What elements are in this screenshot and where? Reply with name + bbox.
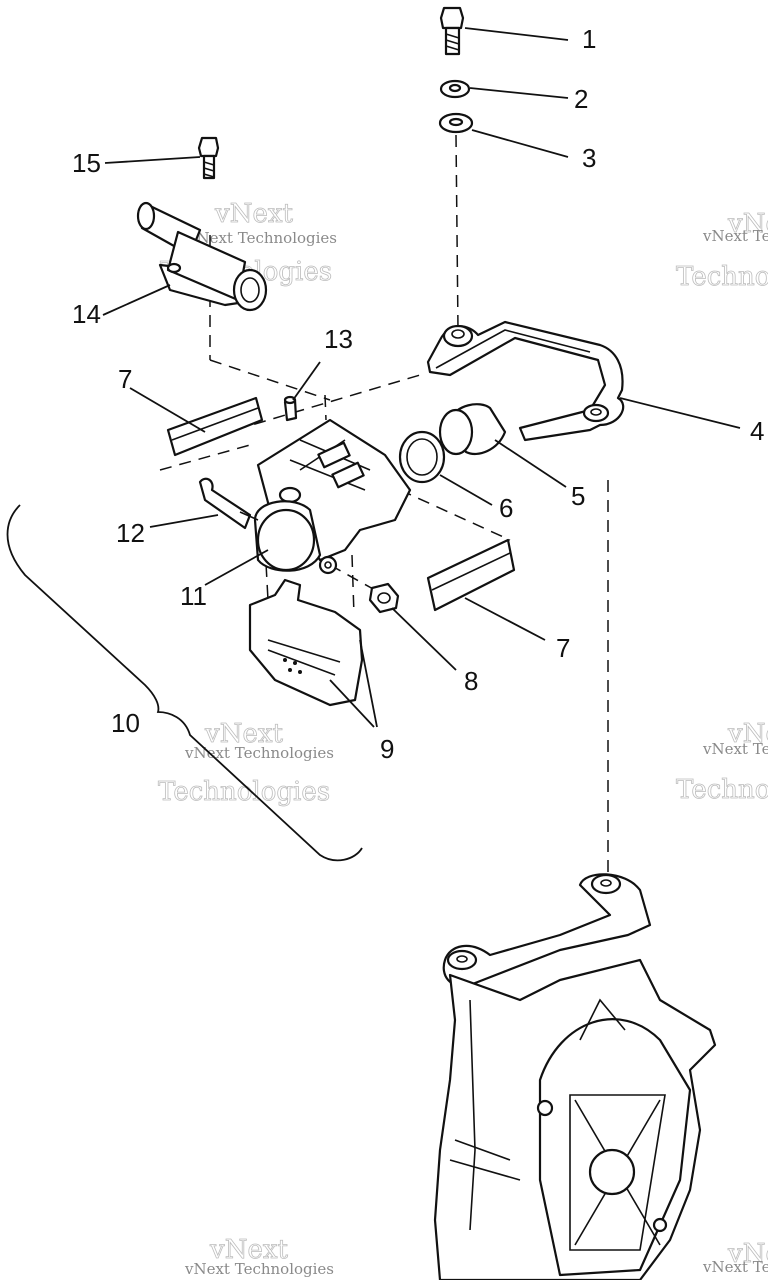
watermark-middle-center: vNext vNext Technologies Technologies — [158, 719, 334, 808]
bolt-part-1 — [439, 6, 465, 56]
svg-text:vNext: vNext — [727, 1239, 768, 1269]
fitting-part-14 — [136, 201, 268, 312]
watermark-bottom-center: vNext vNext Technologies — [184, 1235, 334, 1278]
nut-part-8 — [368, 582, 400, 614]
brake-pad-part-9 — [248, 578, 364, 707]
svg-text:Technologies: Technologies — [676, 262, 768, 292]
label-part-2: 2 — [574, 84, 588, 114]
watermark-middle-right: vNext vNext Technologies Technologies — [676, 719, 768, 806]
svg-text:vNext: vNext — [727, 209, 768, 239]
label-part-1: 1 — [582, 24, 596, 54]
watermark-bottom-right: vNext vNext Technologies — [702, 1239, 768, 1276]
lock-washer-part-2 — [439, 79, 471, 99]
label-part-8: 8 — [464, 666, 478, 696]
flat-washer-part-3 — [438, 112, 474, 134]
assembly-guide-lines — [159, 134, 609, 875]
leader-lines — [102, 27, 741, 728]
label-part-7-left: 7 — [118, 364, 132, 394]
watermark-top-right: vNext vNext Technologies Technologies — [676, 209, 768, 293]
brake-hose-part-12 — [198, 477, 259, 530]
pin-part-7-left — [166, 396, 264, 457]
svg-text:vNext: vNext — [214, 199, 293, 229]
bracket-frame-part-4 — [426, 320, 625, 442]
label-part-7-right: 7 — [556, 633, 570, 663]
svg-text:vNext: vNext — [209, 1235, 288, 1265]
svg-text:vNext Technologies: vNext Technologies — [187, 229, 337, 247]
svg-text:vNext Technologies: vNext Technologies — [702, 1258, 768, 1276]
engine-housing — [433, 873, 717, 1280]
svg-text:vNext: vNext — [727, 719, 768, 749]
pin-part-7-right — [426, 538, 516, 612]
svg-text:vNext Technologies: vNext Technologies — [184, 744, 334, 762]
label-part-4: 4 — [750, 416, 764, 446]
svg-text:vNext Technologies: vNext Technologies — [702, 740, 768, 758]
svg-text:vNext: vNext — [204, 719, 283, 749]
label-part-13: 13 — [324, 324, 353, 354]
caliper-body-part-11 — [253, 418, 412, 575]
label-part-3: 3 — [582, 143, 596, 173]
label-part-9: 9 — [380, 734, 394, 764]
part-labels: 1 2 3 4 5 6 7 7 8 9 10 11 12 13 14 15 — [72, 24, 764, 764]
assembly-bracket-10 — [6, 504, 363, 862]
seal-ring-part-6 — [398, 430, 446, 484]
svg-text:Technologies: Technologies — [676, 775, 768, 805]
svg-text:vNext Technologies: vNext Technologies — [184, 1260, 334, 1278]
bolt-part-15 — [197, 136, 220, 180]
bleeder-screw-part-13 — [283, 395, 298, 422]
label-part-14: 14 — [72, 299, 101, 329]
svg-text:vNext Technologies: vNext Technologies — [702, 227, 768, 245]
label-part-6: 6 — [499, 493, 513, 523]
label-part-11: 11 — [180, 581, 207, 611]
label-part-15: 15 — [72, 148, 101, 178]
label-part-5: 5 — [571, 481, 585, 511]
piston-part-5 — [438, 403, 507, 456]
label-part-12: 12 — [116, 518, 145, 548]
svg-text:Technologies: Technologies — [158, 777, 330, 807]
label-part-10: 10 — [111, 708, 140, 738]
